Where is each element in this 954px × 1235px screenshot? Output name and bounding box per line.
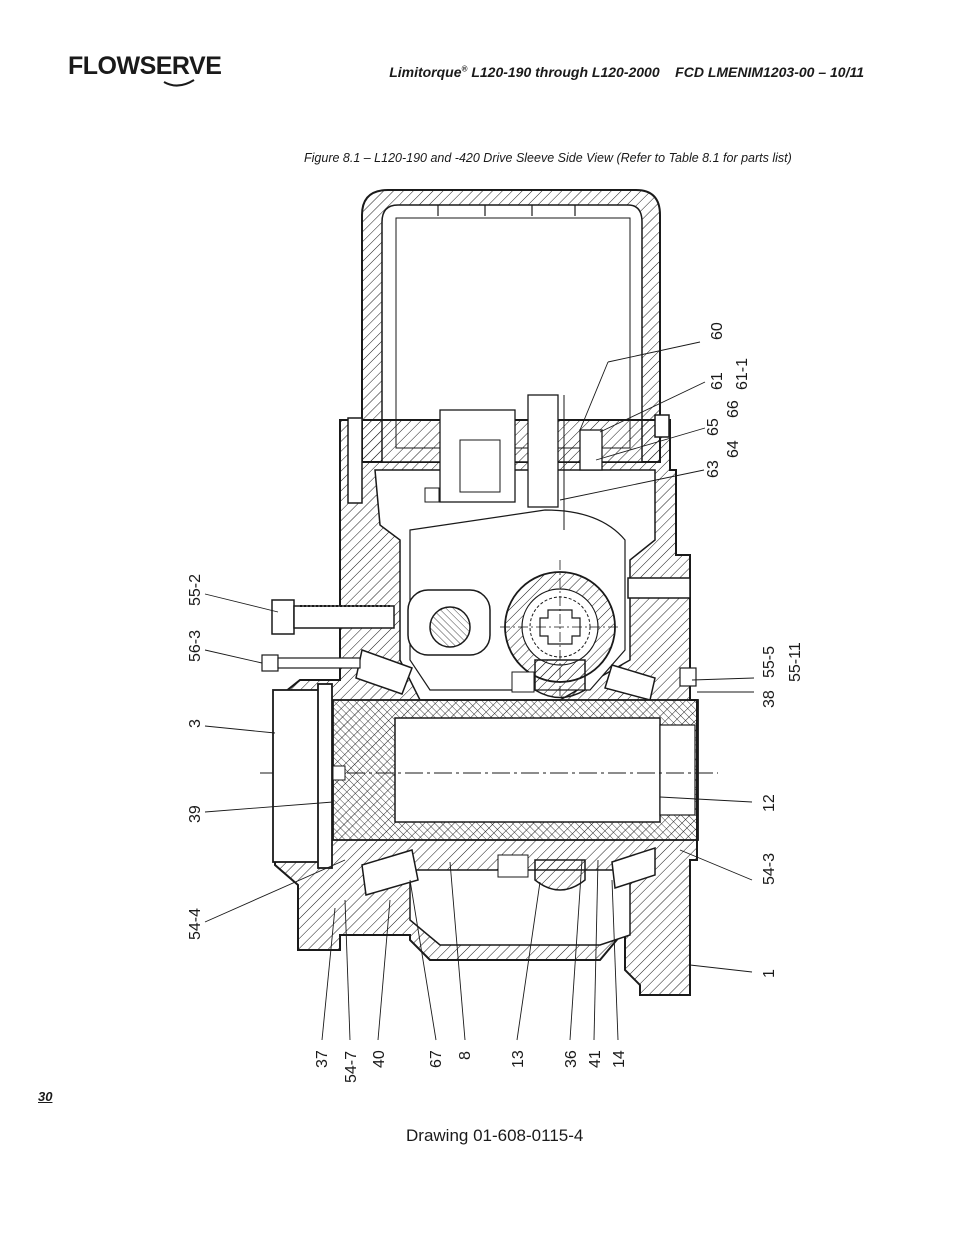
callout-13: 13: [510, 1050, 527, 1068]
logo-text: FLOWSERVE: [68, 52, 222, 80]
callout-61: 61: [709, 372, 726, 390]
drive-sleeve: [260, 699, 718, 841]
logo-swoosh-icon: [163, 79, 195, 87]
callout-41: 41: [587, 1050, 604, 1068]
callout-37: 37: [314, 1050, 331, 1068]
callout-54-7: 54-7: [343, 1051, 360, 1083]
drive-sleeve-drawing: 60 61 61-1 65 66 64 63 55-1 55-2 56-3 3 …: [180, 189, 804, 1083]
callout-55-1: 55-1: [180, 574, 182, 606]
callout-56-3: 56-3: [187, 630, 204, 662]
flowserve-logo: FLOWSERVE: [68, 52, 222, 92]
callout-39: 39: [187, 805, 204, 823]
roller-bearings: [355, 649, 656, 896]
callout-67: 67: [428, 1050, 445, 1068]
callout-61-1: 61-1: [734, 358, 751, 390]
worm-gear: [500, 560, 620, 700]
callout-65: 65: [705, 418, 722, 436]
drive-cap: [272, 683, 346, 869]
callout-55-11: 55-11: [787, 642, 804, 682]
callout-36: 36: [563, 1050, 580, 1068]
callout-14: 14: [611, 1050, 628, 1068]
callout-55-2: 55-2: [187, 574, 204, 606]
figure-caption: Figure 8.1 – L120-190 and -420 Drive Sle…: [304, 151, 792, 165]
header-brand: Limitorque: [389, 64, 462, 80]
switch-bracket: [424, 394, 603, 530]
callout-40: 40: [371, 1050, 388, 1068]
callout-60: 60: [709, 322, 726, 340]
leader-lines: [204, 341, 755, 1041]
top-cover: [361, 189, 661, 463]
callout-54-3: 54-3: [761, 853, 778, 885]
document-header-title: Limitorque® L120-190 through L120-2000 F…: [389, 64, 864, 80]
callout-63: 63: [705, 460, 722, 478]
callout-66: 66: [725, 400, 742, 418]
lower-gear: [497, 659, 586, 891]
callout-8: 8: [457, 1051, 474, 1060]
callout-1: 1: [761, 969, 778, 978]
drawing-number: Drawing 01-608-0115-4: [406, 1126, 584, 1145]
callout-54-4: 54-4: [187, 908, 204, 940]
callout-labels: 60 61 61-1 65 66 64 63 55-1 55-2 56-3 3 …: [180, 322, 804, 1083]
callout-38: 38: [761, 690, 778, 708]
page-number: 30: [38, 1089, 53, 1104]
callout-12: 12: [761, 794, 778, 812]
callout-55-5: 55-5: [761, 646, 778, 678]
header-title-rest: L120-190 through L120-2000 FCD LMENIM120…: [467, 64, 864, 80]
worm-shaft: [407, 589, 491, 656]
callout-64: 64: [725, 440, 742, 458]
callout-3: 3: [187, 719, 204, 728]
registered-mark: ®: [461, 64, 468, 74]
fasteners: [261, 414, 697, 687]
